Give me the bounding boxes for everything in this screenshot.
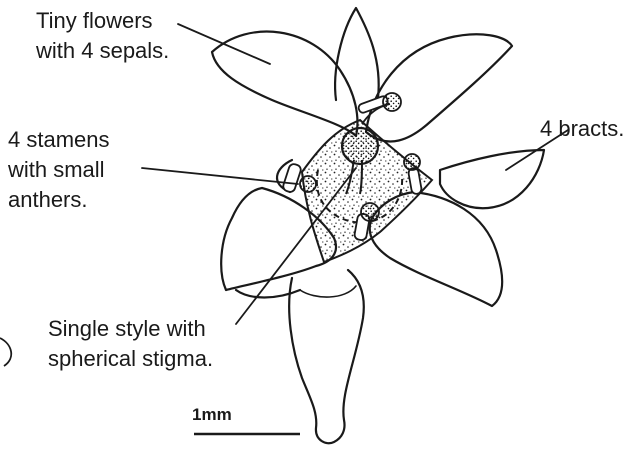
label-sepals-line-2: with 4 sepals. (36, 36, 169, 66)
label-bracts-line-1: 4 bracts. (540, 114, 624, 144)
label-stamens-line-1: 4 stamens (8, 125, 110, 155)
leader-stamens (142, 168, 298, 184)
label-sepals-line-1: Tiny flowers (36, 6, 169, 36)
stigma (342, 128, 378, 164)
anther-bottom (361, 203, 379, 221)
label-style: Single style with spherical stigma. (48, 314, 213, 374)
anther-top (383, 93, 401, 111)
anther-left (300, 176, 316, 192)
label-style-line-2: spherical stigma. (48, 344, 213, 374)
label-bracts: 4 bracts. (540, 114, 624, 144)
label-sepals: Tiny flowers with 4 sepals. (36, 6, 169, 66)
scale-label: 1mm (192, 404, 232, 426)
leader-sepals (178, 24, 270, 64)
edge-fragment (0, 338, 11, 366)
bract-right (440, 150, 544, 208)
sepal-top-right (366, 34, 512, 141)
receptacle-rim (300, 286, 356, 297)
bract-top (335, 8, 379, 100)
label-stamens: 4 stamens with small anthers. (8, 125, 110, 215)
label-stamens-line-3: anthers. (8, 185, 110, 215)
label-stamens-line-2: with small (8, 155, 110, 185)
label-style-line-1: Single style with (48, 314, 213, 344)
pedicel (289, 270, 364, 443)
anther-right (404, 154, 420, 170)
